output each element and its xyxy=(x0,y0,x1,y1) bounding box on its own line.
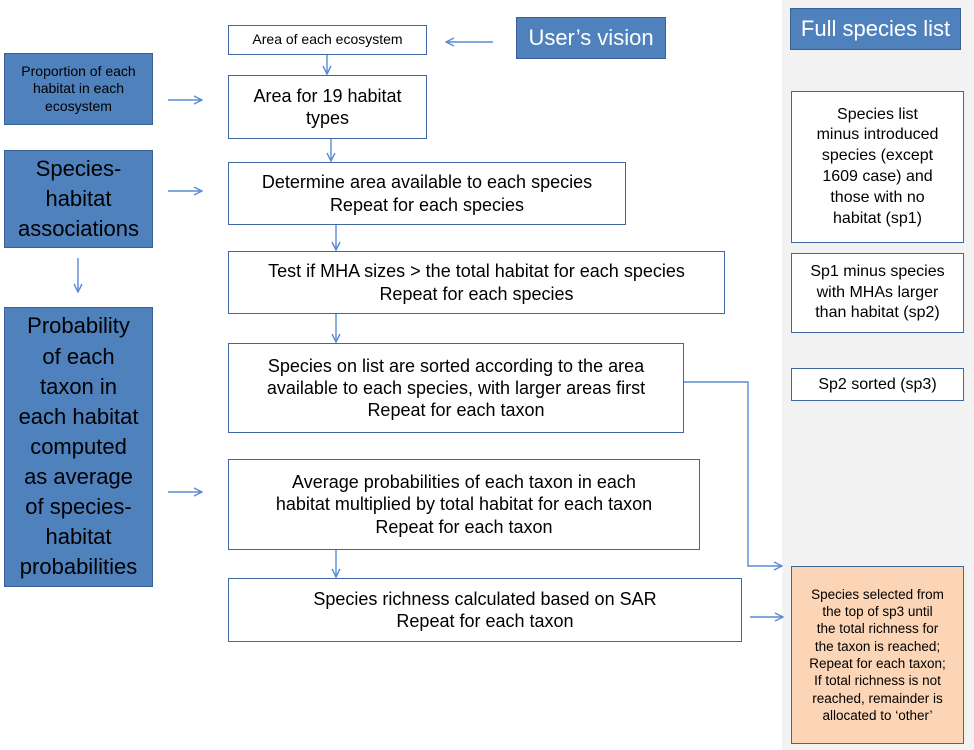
text-line: each habitat xyxy=(18,403,139,429)
test-mha-box: Test if MHA sizes > the total habitat fo… xyxy=(228,251,725,314)
test-mha-text: Test if MHA sizes > the total habitat fo… xyxy=(268,260,685,305)
text-line: Repeat for each taxon xyxy=(367,400,545,421)
text-line: Species selected from xyxy=(811,586,944,602)
text-line: the taxon is reached; xyxy=(814,638,941,654)
text-line: Species on list are sorted according to … xyxy=(267,355,645,376)
text-line: Area for 19 habitat xyxy=(253,85,402,106)
sp2-text: Sp1 minus species with MHAs larger than … xyxy=(810,262,944,324)
text-line: reached, remainder is xyxy=(812,690,943,706)
text-line: Repeat for each taxon; xyxy=(809,656,946,671)
probability-taxon-text: Probability of each taxon in each habita… xyxy=(19,311,139,582)
text-line: Species- xyxy=(35,156,122,182)
area-each-ecosystem-label: Area of each ecosystem xyxy=(252,31,403,48)
text-line: Species richness calculated based on SAR xyxy=(313,588,657,609)
full-species-list-label: Full species list xyxy=(800,16,951,42)
text-line: probabilities xyxy=(19,554,138,580)
text-line: Probability xyxy=(27,313,130,339)
sp1-text: Species list minus introduced species (e… xyxy=(817,105,939,230)
text-line: those with no xyxy=(830,188,925,206)
text-line: habitat multiplied by total habitat for … xyxy=(275,494,653,515)
text-line: ecosystem xyxy=(45,97,112,114)
text-line: Determine area available to each species xyxy=(261,172,593,193)
sp1-box: Species list minus introduced species (e… xyxy=(791,91,964,243)
text-line: with MHAs larger xyxy=(816,283,939,301)
text-line: of species- xyxy=(25,494,132,520)
text-line: as average xyxy=(24,464,133,490)
determine-area-box: Determine area available to each species… xyxy=(228,162,626,225)
text-line: of each xyxy=(42,343,115,369)
proportion-habitat-box: Proportion of each habitat in each ecosy… xyxy=(4,53,153,125)
sp3-label: Sp2 sorted (sp3) xyxy=(818,375,937,393)
species-selected-box: Species selected from the top of sp3 unt… xyxy=(791,566,964,744)
average-probabilities-text: Average probabilities of each taxon in e… xyxy=(276,471,652,538)
text-line: the top of sp3 until xyxy=(822,604,933,620)
species-richness-text: Species richness calculated based on SAR… xyxy=(313,588,656,633)
area-19-habitat-box: Area for 19 habitat types xyxy=(228,75,427,139)
text-line: Species list xyxy=(837,105,918,123)
text-line: the total richness for xyxy=(816,621,939,637)
text-line: Repeat for each species xyxy=(379,283,574,304)
species-richness-box: Species richness calculated based on SAR… xyxy=(228,578,742,642)
sorted-species-box: Species on list are sorted according to … xyxy=(228,343,684,433)
sp3-box: Sp2 sorted (sp3) xyxy=(791,368,964,401)
text-line: associations xyxy=(17,215,140,241)
text-line: Repeat for each species xyxy=(329,194,525,215)
text-line: minus introduced xyxy=(816,126,939,144)
text-line: 1609 case) and xyxy=(822,168,933,185)
full-species-list-box: Full species list xyxy=(790,8,961,50)
text-line: species (except xyxy=(821,147,934,165)
text-line: than habitat (sp2) xyxy=(815,304,940,322)
determine-area-text: Determine area available to each species… xyxy=(262,171,592,216)
text-line: Proportion of each xyxy=(21,62,136,79)
proportion-habitat-text: Proportion of each habitat in each ecosy… xyxy=(21,63,135,115)
arrow-sorted-to-selected xyxy=(684,381,782,566)
text-line: Sp1 minus species xyxy=(810,262,945,280)
text-line: habitat xyxy=(45,524,112,550)
species-selected-text: Species selected from the top of sp3 unt… xyxy=(809,586,946,724)
area-19-habitat-text: Area for 19 habitat types xyxy=(253,85,401,130)
text-line: Repeat for each taxon xyxy=(375,516,553,537)
text-line: Repeat for each taxon xyxy=(396,611,574,631)
users-vision-box: User’s vision xyxy=(516,17,666,59)
users-vision-label: User’s vision xyxy=(528,25,654,51)
sp2-box: Sp1 minus species with MHAs larger than … xyxy=(791,253,964,333)
text-line: allocated to ‘other’ xyxy=(822,707,933,723)
area-each-ecosystem-box: Area of each ecosystem xyxy=(228,25,427,55)
text-line: Average probabilities of each taxon in e… xyxy=(292,472,636,493)
text-line: taxon in xyxy=(39,373,118,399)
average-probabilities-box: Average probabilities of each taxon in e… xyxy=(228,459,700,550)
species-habitat-associations-box: Species- habitat associations xyxy=(4,150,153,248)
species-habitat-associations-text: Species- habitat associations xyxy=(18,154,139,244)
text-line: computed xyxy=(30,433,127,459)
text-line: habitat (sp1) xyxy=(833,209,922,227)
text-line: available to each species, with larger a… xyxy=(266,377,646,398)
text-line: Test if MHA sizes > the total habitat fo… xyxy=(268,261,685,282)
text-line: habitat in each xyxy=(32,80,125,97)
text-line: types xyxy=(305,108,349,128)
sorted-species-text: Species on list are sorted according to … xyxy=(267,355,645,422)
text-line: habitat xyxy=(45,186,112,212)
probability-taxon-box: Probability of each taxon in each habita… xyxy=(4,307,153,587)
text-line: If total richness is not xyxy=(814,673,941,689)
